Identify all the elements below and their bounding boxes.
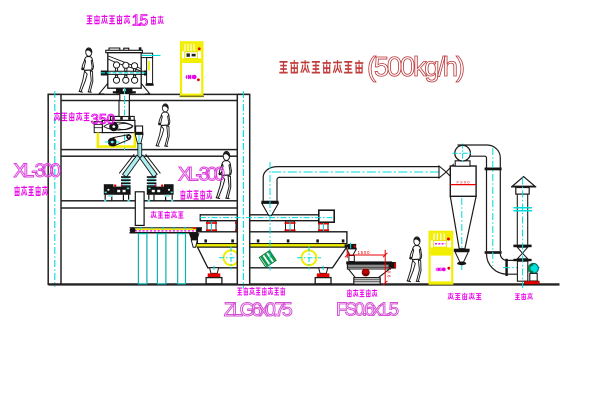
svg-text:F900: F900 bbox=[457, 179, 471, 184]
svg-text:(500kg/h): (500kg/h) bbox=[367, 51, 465, 82]
svg-text:350: 350 bbox=[91, 112, 115, 128]
svg-text:1500: 1500 bbox=[358, 250, 370, 255]
svg-text:XL-300: XL-300 bbox=[178, 163, 225, 185]
svg-text:900: 900 bbox=[386, 266, 391, 277]
svg-text:XL-300: XL-300 bbox=[14, 160, 62, 182]
svg-text:FS0.6x1.5: FS0.6x1.5 bbox=[336, 298, 399, 319]
svg-text:1.5: 1.5 bbox=[132, 13, 149, 30]
svg-text:ZLG6x0.75: ZLG6x0.75 bbox=[224, 299, 293, 321]
